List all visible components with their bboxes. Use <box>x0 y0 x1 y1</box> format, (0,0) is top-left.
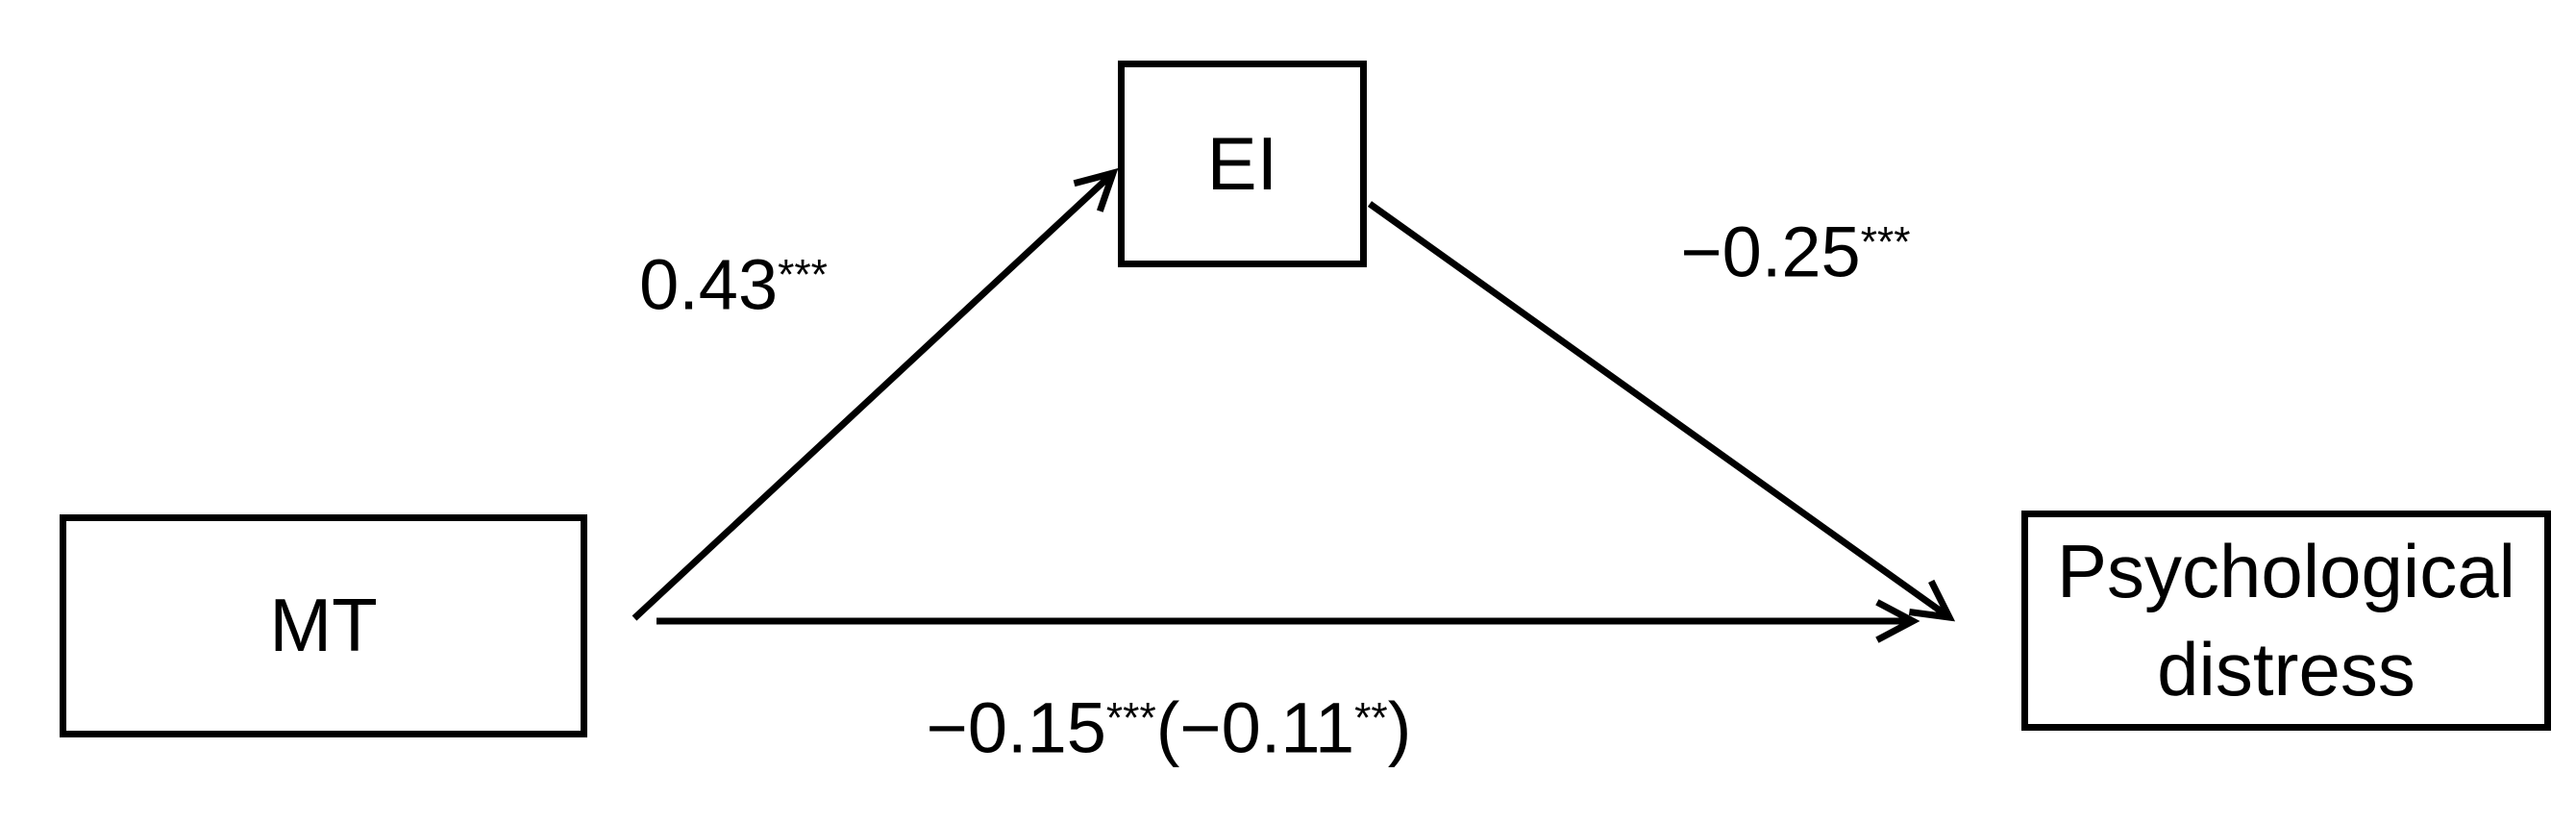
coefficient-ei-to-pd-significance: *** <box>1860 218 1911 266</box>
coefficient-mt-to-pd-direct-significance: *** <box>1105 694 1156 742</box>
coefficient-mt-to-pd-direct: −0.15 <box>926 687 1106 768</box>
node-psychological-distress: Psychological distress <box>2021 511 2551 731</box>
coefficient-ei-to-pd-value: −0.25 <box>1680 212 1861 292</box>
node-pd-label-line2: distress <box>2157 626 2415 711</box>
node-ei: EI <box>1118 61 1367 267</box>
coefficient-ei-to-pd: −0.25*** <box>1680 212 1910 293</box>
node-pd-label-line1: Psychological <box>2057 529 2515 614</box>
arrow-mt-to-ei <box>632 167 1119 621</box>
close-paren: ) <box>1387 687 1412 768</box>
arrow-ei-to-pd <box>1367 201 1956 622</box>
open-paren: ( <box>1155 687 1180 768</box>
coefficient-mt-to-pd-indirect: −0.11 <box>1179 687 1355 768</box>
node-mt-label: MT <box>269 583 378 668</box>
arrow-mt-to-pd <box>656 599 1920 643</box>
coefficient-mt-to-pd: −0.15***(−0.11**) <box>927 687 1412 769</box>
node-mt: MT <box>60 514 587 737</box>
coefficient-mt-to-pd-indirect-significance: ** <box>1354 694 1388 742</box>
coefficient-mt-to-ei-significance: *** <box>778 251 828 299</box>
coefficient-mt-to-ei: 0.43*** <box>639 244 828 326</box>
coefficient-mt-to-ei-value: 0.43 <box>639 244 779 325</box>
node-ei-label: EI <box>1206 120 1278 206</box>
